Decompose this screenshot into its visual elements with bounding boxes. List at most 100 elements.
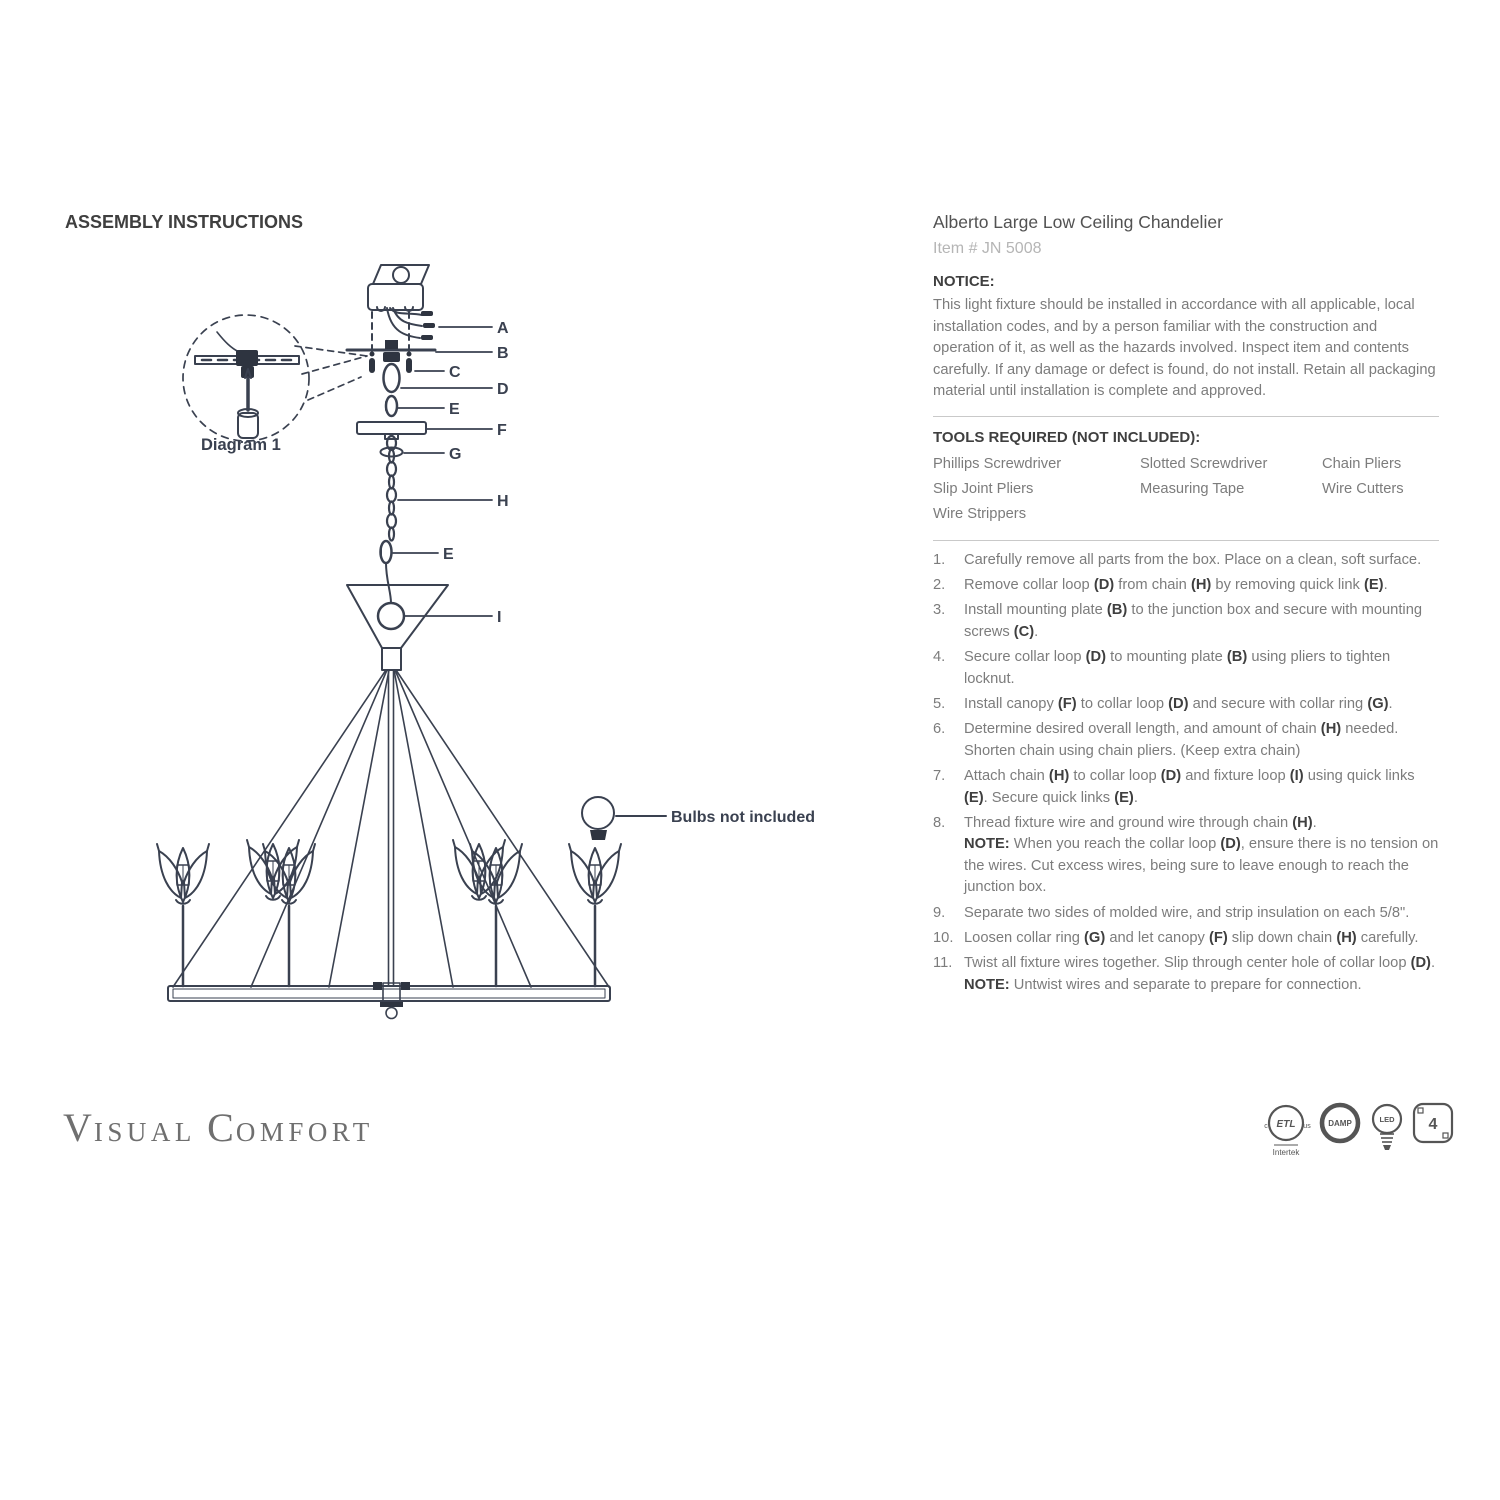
etl-us-text: us	[1303, 1123, 1311, 1130]
label-i: I	[497, 609, 501, 626]
step-text: Install canopy (F) to collar loop (D) an…	[964, 695, 1393, 712]
collar-ring-drawing	[379, 446, 404, 458]
label-a: A	[497, 320, 509, 337]
logo-word-omfort: OMFORT	[235, 1117, 374, 1147]
logo-letter-c: C	[207, 1105, 236, 1150]
tools-list: Phillips Screwdriver Slip Joint Pliers W…	[933, 452, 1439, 527]
step-row: 9. Separate two sides of molded wire, and…	[933, 903, 1439, 924]
step-number: 7.	[933, 768, 946, 785]
step-row: 4. Secure collar loop (D) to mounting pla…	[933, 647, 1439, 690]
etl-listed-icon	[1267, 1104, 1305, 1146]
step-text: Attach chain (H) to collar loop (D) and …	[964, 768, 1415, 806]
tools-column-1: Phillips Screwdriver Slip Joint Pliers W…	[933, 452, 1140, 527]
chandelier-assembly-diagram: A B C D E F G H E I Diagram 1 Bulbs not …	[156, 264, 815, 1020]
step-number: 5.	[933, 695, 946, 712]
step-number: 8.	[933, 814, 946, 831]
fixture-loop-drawing	[376, 601, 406, 631]
intertek-text: Intertek	[1273, 1148, 1301, 1157]
bulb-icon	[581, 796, 667, 840]
tools-column-3: Chain Pliers Wire Cutters	[1322, 452, 1439, 527]
junction-box-drawing	[367, 264, 430, 312]
damp-rated-icon	[1319, 1102, 1361, 1144]
canopy-drawing	[356, 421, 427, 440]
collar-loop-drawing	[382, 352, 401, 394]
fixture-wires-drawing	[386, 307, 435, 340]
led-text: LED	[1380, 1115, 1396, 1124]
certification-badges: ETL c us Intertek DAMP LED 4	[1264, 1102, 1454, 1157]
tool-item: Phillips Screwdriver	[933, 455, 1062, 472]
step-row: 2. Remove collar loop (D) from chain (H) …	[933, 575, 1439, 596]
product-title: Alberto Large Low Ceiling Chandelier	[933, 212, 1223, 232]
page-title: ASSEMBLY INSTRUCTIONS	[65, 212, 304, 232]
quick-link-top-drawing	[384, 394, 399, 418]
label-e: E	[449, 401, 460, 418]
tools-heading: TOOLS REQUIRED (NOT INCLUDED):	[933, 428, 1201, 446]
notice-body: This light fixture should be installed i…	[933, 297, 1436, 399]
label-g: G	[449, 446, 461, 463]
step-text: Install mounting plate (B) to the juncti…	[964, 602, 1423, 640]
cone-body-drawing	[346, 584, 449, 671]
step-row: 7. Attach chain (H) to collar loop (D) an…	[933, 766, 1439, 809]
step-text: Remove collar loop (D) from chain (H) by…	[964, 576, 1388, 593]
tool-item: Slip Joint Pliers	[933, 480, 1034, 497]
step-number: 2.	[933, 576, 946, 593]
label-b: B	[497, 345, 509, 362]
step-text: Determine desired overall length, and am…	[964, 721, 1399, 759]
label-e2: E	[443, 546, 454, 563]
tool-item: Slotted Screwdriver	[1140, 455, 1268, 472]
diagram1-caption: Diagram 1	[201, 436, 281, 454]
label-d: D	[497, 381, 509, 398]
step-number: 4.	[933, 649, 946, 666]
step-row: 5. Install canopy (F) to collar loop (D) …	[933, 694, 1439, 715]
step-row: 10. Loosen collar ring (G) and let canopy…	[933, 928, 1439, 949]
label-f: F	[497, 422, 507, 439]
mounting-screws-drawing	[369, 351, 412, 373]
step-number: 10.	[933, 930, 954, 946]
visual-comfort-logo: VISUAL COMFORT	[63, 1104, 374, 1151]
step-text: Separate two sides of molded wire, and s…	[964, 904, 1410, 921]
led-bulb-icon	[1371, 1103, 1403, 1150]
step-text: Secure collar loop (D) to mounting plate…	[964, 649, 1391, 687]
step-row: 8. Thread fixture wire and ground wire th…	[933, 813, 1439, 899]
logo-letter-v: V	[63, 1105, 94, 1150]
step-text: Twist all fixture wires together. Slip t…	[964, 955, 1436, 993]
step-row: 1. Carefully remove all parts from the bo…	[933, 550, 1439, 571]
tool-item: Measuring Tape	[1140, 480, 1245, 497]
logo-word-isual: ISUAL	[93, 1117, 196, 1147]
label-c: C	[449, 364, 461, 381]
tool-item: Wire Cutters	[1322, 480, 1404, 497]
support-rods-drawing	[172, 669, 610, 988]
steps-list: 1. Carefully remove all parts from the bo…	[933, 550, 1439, 997]
notice-heading: NOTICE:	[933, 273, 995, 290]
center-finial-drawing	[373, 982, 410, 1020]
divider	[933, 539, 1439, 541]
etl-c-text: c	[1264, 1123, 1268, 1130]
tool-item: Chain Pliers	[1322, 455, 1402, 472]
item-number: Item # JN 5008	[933, 240, 1042, 257]
label-h: H	[497, 493, 509, 510]
chain-drawing	[385, 434, 398, 542]
damp-text: DAMP	[1328, 1119, 1352, 1128]
mounting-plate-drawing	[345, 340, 437, 352]
step-text: Carefully remove all parts from the box.…	[964, 551, 1422, 568]
label-leader-lines	[392, 326, 493, 617]
step-row: 6. Determine desired overall length, and …	[933, 719, 1439, 762]
step-number: 9.	[933, 904, 946, 921]
step-number: 6.	[933, 721, 946, 738]
bulb-count-text: 4	[1429, 1116, 1438, 1133]
tool-item: Wire Strippers	[933, 505, 1027, 522]
tulip-cups-drawing	[156, 839, 622, 988]
step-row: 3. Install mounting plate (B) to the junc…	[933, 600, 1439, 643]
step-number: 3.	[933, 602, 946, 619]
bulb-count-icon	[1412, 1102, 1454, 1144]
part-labels: A B C D E F G H E I Diagram 1 Bulbs not …	[201, 320, 815, 826]
step-text: Thread fixture wire and ground wire thro…	[964, 814, 1439, 896]
step-text: Loosen collar ring (G) and let canopy (F…	[964, 930, 1419, 946]
diagram1-inset	[182, 314, 368, 442]
step-number: 1.	[933, 551, 946, 568]
tools-column-2: Slotted Screwdriver Measuring Tape	[1140, 452, 1322, 527]
bottom-ring-drawing	[167, 985, 611, 1002]
etl-text: ETL	[1277, 1119, 1296, 1130]
bulbs-note: Bulbs not included	[671, 809, 815, 826]
